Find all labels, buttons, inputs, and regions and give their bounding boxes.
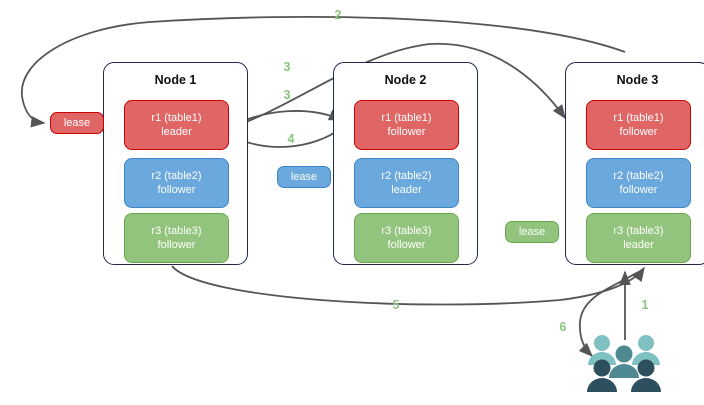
step-label-4: 4 <box>287 132 295 146</box>
replica-role: leader <box>161 126 192 138</box>
node-1-replica-r3[interactable]: r3 (table3) follower <box>124 213 229 263</box>
node-2-replica-r2[interactable]: r2 (table2) leader <box>354 158 459 208</box>
node-3-replica-r1[interactable]: r1 (table1) follower <box>586 100 691 150</box>
arrow-step-3-upper <box>227 43 566 130</box>
replica-name: r3 (table3) <box>151 225 202 237</box>
replica-name: r2 (table2) <box>381 170 432 182</box>
node-3-container: Node 3 r1 (table1) follower r2 (table2) … <box>565 62 704 265</box>
lease-table3-badge[interactable]: lease <box>505 221 559 243</box>
node-1-replica-r2[interactable]: r2 (table2) follower <box>124 158 229 208</box>
lease-table1-badge[interactable]: lease <box>50 112 104 134</box>
replica-name: r1 (table1) <box>151 112 202 124</box>
replica-name: r3 (table3) <box>381 225 432 237</box>
arrow-step-2 <box>21 15 626 128</box>
node-3-title: Node 3 <box>616 73 659 87</box>
replica-role: leader <box>623 239 654 251</box>
replica-name: r1 (table1) <box>613 112 664 124</box>
people-icon[interactable] <box>586 332 662 394</box>
step-label-3-lower: 3 <box>283 88 291 102</box>
replica-name: r1 (table1) <box>381 112 432 124</box>
node-1-replica-r1[interactable]: r1 (table1) leader <box>124 100 229 150</box>
step-label-6: 6 <box>559 320 567 334</box>
replica-role: follower <box>387 239 426 251</box>
arrow-step-5 <box>171 265 645 306</box>
node-1-container: Node 1 r1 (table1) leader r2 (table2) fo… <box>103 62 248 265</box>
replica-role: leader <box>391 184 422 196</box>
node-2-replica-r1[interactable]: r1 (table1) follower <box>354 100 459 150</box>
arrow-step-6 <box>578 271 639 358</box>
node-2-container: Node 2 r1 (table1) follower r2 (table2) … <box>333 62 478 265</box>
replica-name: r2 (table2) <box>613 170 664 182</box>
replica-role: follower <box>387 126 426 138</box>
node-2-title: Node 2 <box>384 73 427 87</box>
lease-table2-badge[interactable]: lease <box>277 166 331 188</box>
node-3-replica-r2[interactable]: r2 (table2) follower <box>586 158 691 208</box>
replica-role: follower <box>619 184 658 196</box>
replica-role: follower <box>157 239 196 251</box>
step-label-2: 2 <box>334 8 342 22</box>
step-label-5: 5 <box>392 298 400 312</box>
node-2-replica-r3[interactable]: r3 (table3) follower <box>354 213 459 263</box>
step-label-1: 1 <box>641 298 649 312</box>
replica-name: r2 (table2) <box>151 170 202 182</box>
replica-role: follower <box>157 184 196 196</box>
replica-name: r3 (table3) <box>613 225 664 237</box>
step-label-3-upper: 3 <box>283 60 291 74</box>
replica-role: follower <box>619 126 658 138</box>
node-3-replica-r3[interactable]: r3 (table3) leader <box>586 213 691 263</box>
node-1-title: Node 1 <box>154 73 197 87</box>
